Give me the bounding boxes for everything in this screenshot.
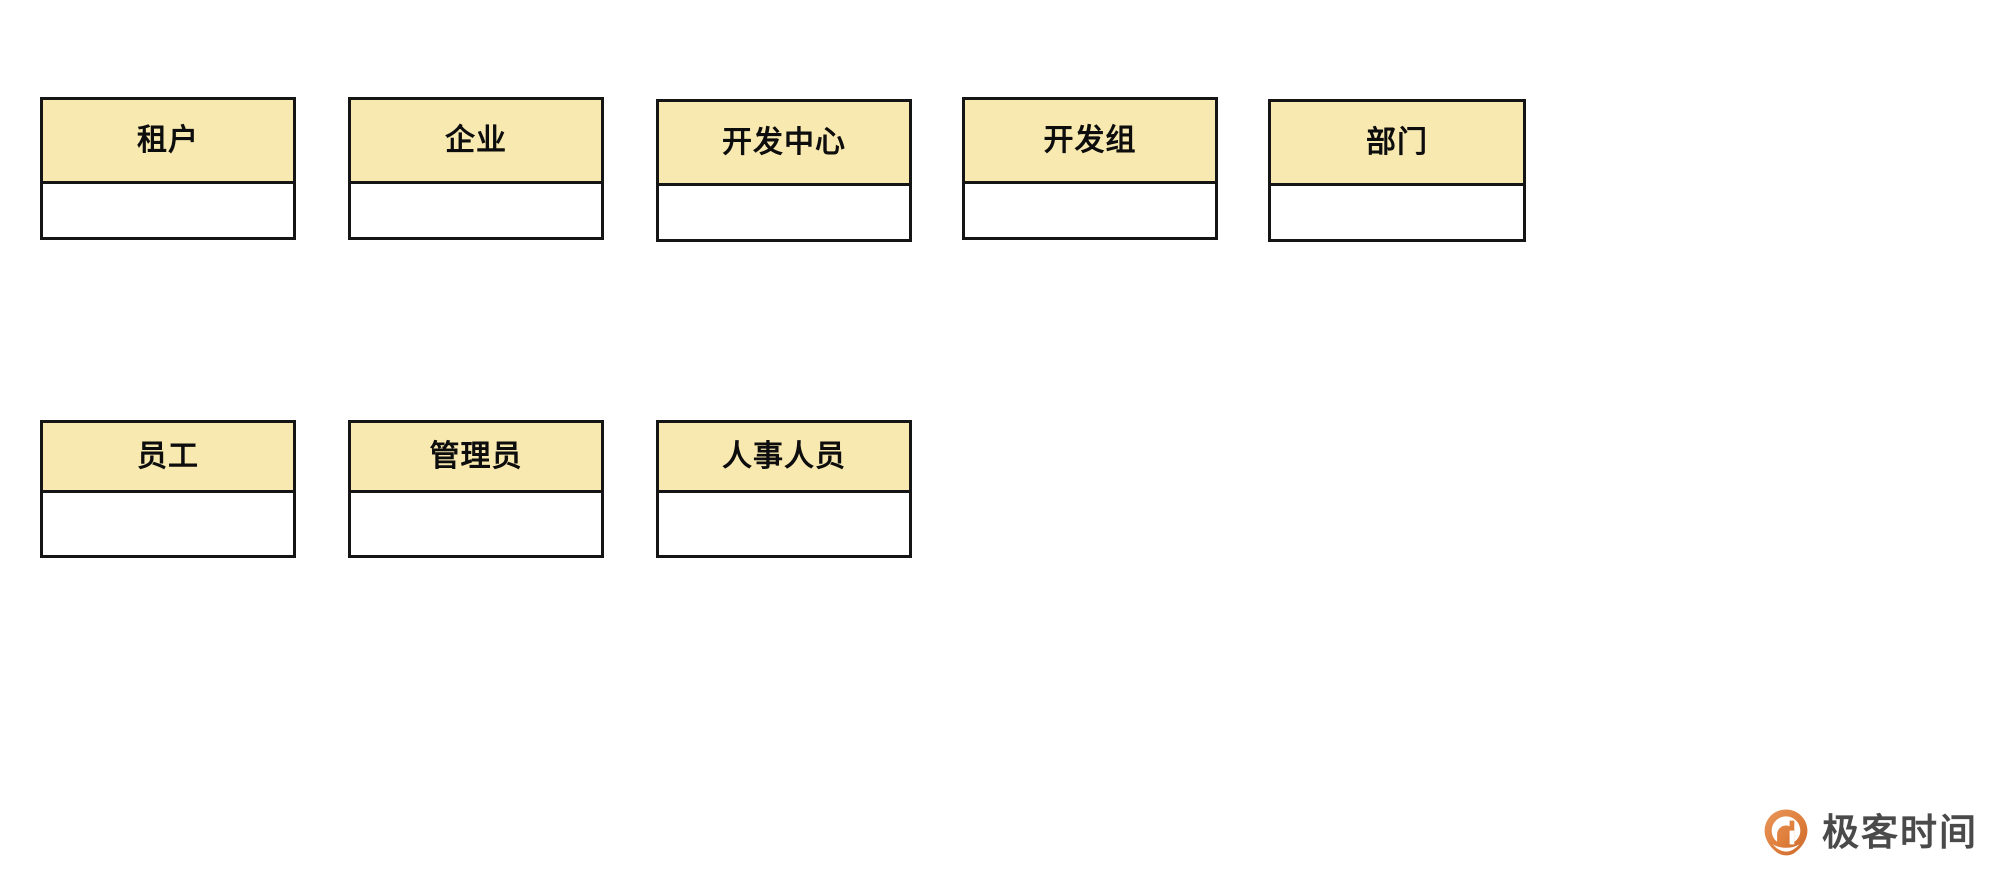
uml-class-attributes-compartment [351, 493, 601, 555]
uml-class-name: 企业 [445, 123, 507, 157]
uml-class-box[interactable]: 租户 [40, 97, 296, 240]
uml-class-header: 员工 [43, 423, 293, 493]
uml-class-box[interactable]: 管理员 [348, 420, 604, 558]
uml-class-attributes-compartment [659, 186, 909, 239]
uml-class-name: 开发组 [1043, 123, 1137, 157]
uml-class-box[interactable]: 开发中心 [656, 99, 912, 242]
uml-class-header: 开发组 [965, 100, 1215, 184]
uml-class-header: 部门 [1271, 102, 1523, 186]
uml-class-name: 开发中心 [722, 125, 846, 159]
uml-class-header: 企业 [351, 100, 601, 184]
uml-class-header: 人事人员 [659, 423, 909, 493]
uml-class-attributes-compartment [43, 493, 293, 555]
uml-class-header: 租户 [43, 100, 293, 184]
uml-class-name: 租户 [137, 123, 199, 157]
uml-class-name: 人事人员 [722, 439, 846, 473]
uml-class-box[interactable]: 员工 [40, 420, 296, 558]
uml-class-name: 部门 [1366, 125, 1428, 159]
uml-class-attributes-compartment [659, 493, 909, 555]
uml-class-name: 员工 [137, 439, 199, 473]
watermark-text: 极客时间 [1822, 811, 1978, 853]
uml-class-attributes-compartment [1271, 186, 1523, 239]
geektime-pin-logo-icon [1764, 809, 1808, 856]
uml-class-attributes-compartment [351, 184, 601, 237]
uml-class-box[interactable]: 人事人员 [656, 420, 912, 558]
uml-class-box[interactable]: 部门 [1268, 99, 1526, 242]
uml-class-header: 管理员 [351, 423, 601, 493]
uml-class-header: 开发中心 [659, 102, 909, 186]
uml-class-name: 管理员 [429, 439, 523, 473]
uml-class-box[interactable]: 企业 [348, 97, 604, 240]
watermark-logo: 极客时间 [1763, 808, 1978, 856]
uml-class-box[interactable]: 开发组 [962, 97, 1218, 240]
uml-class-attributes-compartment [43, 184, 293, 237]
uml-class-attributes-compartment [965, 184, 1215, 237]
